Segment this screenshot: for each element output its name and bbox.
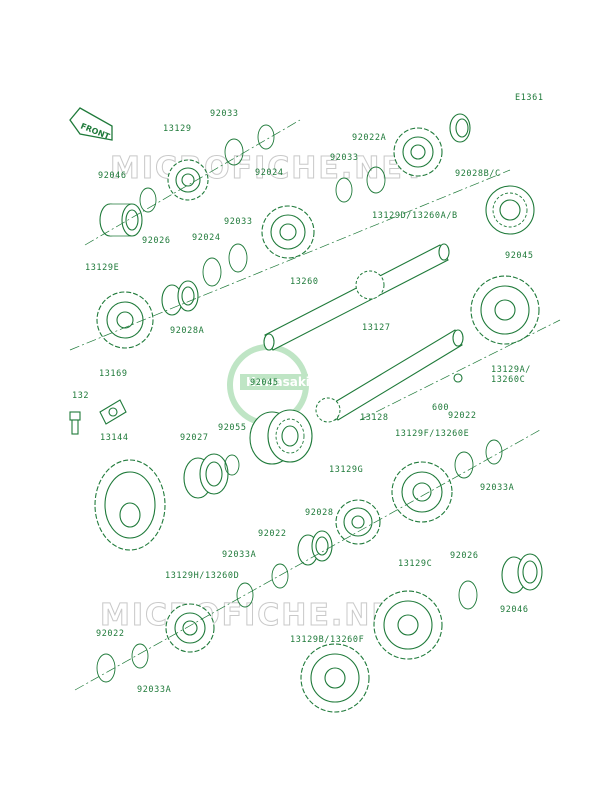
shaft-13128	[315, 329, 464, 423]
part-label: 13260	[290, 277, 319, 287]
part-label: 92024	[192, 233, 221, 243]
part-label: 92046	[500, 605, 529, 615]
plate-13169	[99, 399, 127, 425]
part-label: 13129	[163, 124, 192, 134]
snap-ring-92033a-a	[485, 439, 503, 465]
part-label: 13129H/13260D	[165, 571, 239, 581]
bearing-92045-b	[249, 409, 313, 465]
part-label: 92033A	[137, 685, 171, 695]
snap-ring-92033a-c	[131, 643, 149, 669]
part-label: 600	[432, 403, 449, 413]
bushing-92046-a	[99, 203, 143, 237]
part-label: 92022	[448, 411, 477, 421]
gear-13129e	[96, 291, 154, 349]
snap-ring-92033-c	[335, 177, 353, 203]
gear-13129g	[335, 499, 381, 545]
gear-13129d	[393, 127, 443, 177]
ball-600	[453, 373, 463, 383]
part-label: 92033A	[480, 483, 514, 493]
part-label: 92033	[210, 109, 239, 119]
washer-92026-b	[458, 580, 478, 610]
washer-92024-a	[257, 124, 275, 150]
upper-shaft-parts	[96, 113, 540, 351]
part-label: 92027	[180, 433, 209, 443]
lower-shaft-parts	[69, 329, 543, 713]
gear-13129b	[300, 643, 370, 713]
gear-13129	[167, 159, 209, 201]
part-label: 13260C	[491, 375, 525, 385]
part-label: 92028B/C	[455, 169, 501, 179]
snap-ring-92033a-b	[236, 582, 254, 608]
snap-ring-92033-b	[228, 243, 248, 273]
part-label: 132	[72, 391, 89, 401]
part-label: 92033A	[222, 550, 256, 560]
part-label: 92033	[224, 217, 253, 227]
diagram-code: E1361	[515, 93, 544, 103]
washer-92022-c	[96, 653, 116, 683]
logo-text: Kawasaki	[246, 375, 310, 389]
center-lines	[69, 119, 561, 691]
part-label: 13169	[99, 369, 128, 379]
part-label: 13129F/13260E	[395, 429, 469, 439]
part-label: 92055	[218, 423, 247, 433]
bolt-132	[69, 411, 81, 435]
part-label: 13129C	[398, 559, 432, 569]
part-label: 13129B/13260F	[290, 635, 364, 645]
bushing-92028a	[161, 280, 199, 316]
gear-13129h	[165, 603, 215, 653]
part-label: 13129D/13260A/B	[372, 211, 458, 221]
front-arrow-icon: FRONT	[69, 107, 113, 142]
gear-13129c	[373, 590, 443, 660]
gear-13129a	[470, 275, 540, 345]
washer-92026-a	[139, 187, 157, 213]
gear-13260	[261, 205, 315, 259]
bushing-92046-b	[501, 553, 543, 594]
part-label: 92022A	[352, 133, 386, 143]
washer-92022-b	[271, 563, 289, 589]
part-label: 92046	[98, 171, 127, 181]
part-label: 13129G	[329, 465, 363, 475]
part-label: 92022	[258, 529, 287, 539]
part-label: 13144	[100, 433, 129, 443]
part-label: 13129A/	[491, 365, 531, 375]
part-label: 13129E	[85, 263, 119, 273]
part-label: 13128	[360, 413, 389, 423]
snap-ring-92033-a	[224, 138, 244, 166]
washer-92022a	[366, 166, 386, 194]
collar-92027	[183, 453, 229, 499]
bushing-92028bc	[449, 113, 471, 143]
bearing-92045-a	[485, 185, 535, 235]
part-label: 92024	[255, 168, 284, 178]
part-label: 92028	[305, 508, 334, 518]
part-label: 92033	[330, 153, 359, 163]
washer-92022-a	[454, 451, 474, 479]
part-label: 92028A	[170, 326, 204, 336]
shaft-13127	[263, 243, 450, 351]
part-label: 92045	[250, 378, 279, 388]
part-label: 92026	[450, 551, 479, 561]
washer-92024-b	[202, 257, 222, 287]
part-label: 13127	[362, 323, 391, 333]
watermark-bottom: MICROFICHE.NET	[100, 598, 416, 633]
o-ring-92055	[224, 454, 240, 476]
part-label: 92026	[142, 236, 171, 246]
bushing-92028	[297, 530, 333, 566]
sprocket-13144	[94, 459, 166, 551]
part-label: 92045	[505, 251, 534, 261]
gear-13129f	[391, 461, 453, 523]
part-label: 92022	[96, 629, 125, 639]
